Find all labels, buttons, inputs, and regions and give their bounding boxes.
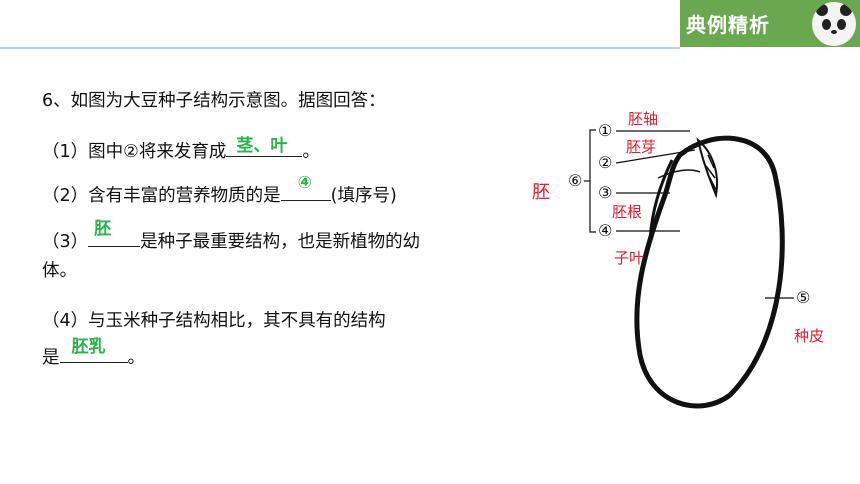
q4-suffix: 。 <box>127 348 146 368</box>
marker-6: ⑥ <box>568 171 582 190</box>
question-4-line2: 是胚乳。 <box>42 337 146 369</box>
question-3: （3）胚是种子最重要结构，也是新植物的幼 <box>42 219 421 253</box>
q2-suffix: (填序号) <box>330 186 397 206</box>
q2-prefix: （2）含有丰富的营养物质的是 <box>42 186 281 206</box>
q3-suffix: 是种子最重要结构，也是新植物的幼 <box>140 232 421 252</box>
header-divider <box>0 47 680 49</box>
label-radicle: 胚根 <box>612 203 643 221</box>
question-4: （4）与玉米种子结构相比，其不具有的结构 <box>42 311 386 331</box>
label-seed-coat: 种皮 <box>794 327 825 345</box>
q4-prefix: 是 <box>42 348 60 368</box>
question-1: （1）图中②将来发育成茎、叶。 <box>42 136 320 163</box>
marker-1: ① <box>598 121 612 140</box>
marker-4: ④ <box>598 221 612 240</box>
q2-answer: ④ <box>297 173 313 193</box>
q1-answer: 茎、叶 <box>236 136 288 156</box>
badge-label: 典例精析 <box>686 13 770 37</box>
question-3-line2: 体。 <box>42 261 77 281</box>
label-cotyledon: 子叶 <box>614 249 645 267</box>
seed-coat-outline <box>634 135 785 409</box>
label-embryo: 胚 <box>532 182 550 203</box>
q1-prefix: （1）图中②将来发育成 <box>42 142 227 162</box>
panda-icon <box>812 2 856 46</box>
label-plumule: 胚芽 <box>626 138 657 156</box>
marker-3: ③ <box>598 183 612 202</box>
q3-prefix: （3） <box>42 232 89 252</box>
plumule <box>696 137 718 199</box>
cotyledon-line <box>657 169 701 179</box>
marker-5: ⑤ <box>796 288 810 307</box>
question-2: （2）含有丰富的营养物质的是 ④ (填序号) <box>42 173 397 207</box>
q2-blank: ④ <box>280 173 331 201</box>
label-embryo-axis: 胚轴 <box>628 110 659 128</box>
q1-blank: 茎、叶 <box>226 136 303 157</box>
question-title: 6、如图为大豆种子结构示意图。据图回答： <box>42 91 386 111</box>
q3-blank: 胚 <box>88 219 141 247</box>
soybean-seed-diagram: ① ② ③ ④ ⑥ ⑤ <box>568 121 810 409</box>
q1-suffix: 。 <box>302 142 320 162</box>
q3-answer: 胚 <box>94 219 112 239</box>
section-badge: 典例精析 <box>680 0 860 47</box>
q4-blank: 胚乳 <box>59 337 128 363</box>
q4-answer: 胚乳 <box>71 337 106 357</box>
marker-2: ② <box>598 153 612 172</box>
